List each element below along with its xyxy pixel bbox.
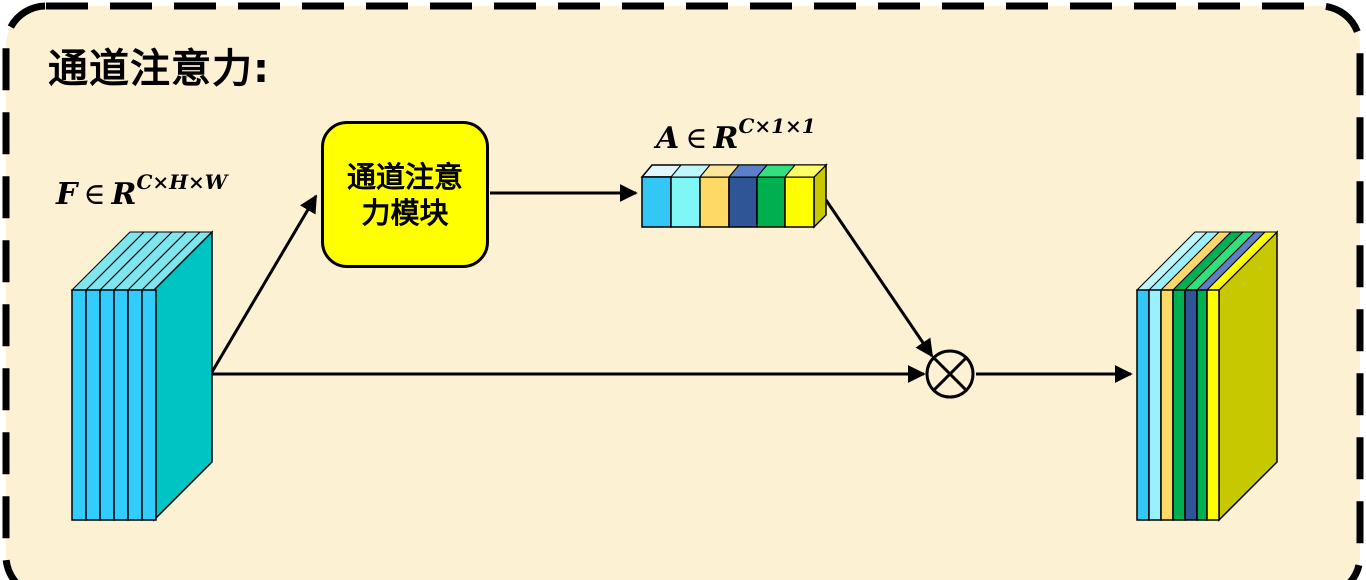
attention-relation: ∈ bbox=[685, 121, 708, 156]
attention-cell bbox=[670, 176, 701, 228]
attention-symbol: A bbox=[656, 121, 680, 156]
attention-cell bbox=[784, 176, 815, 228]
attention-space: R bbox=[713, 121, 739, 156]
attention-vector bbox=[640, 163, 828, 229]
output-feature-map bbox=[1135, 230, 1279, 522]
arrow-attention-to-operator bbox=[824, 199, 934, 358]
attention-dims: C×1×1 bbox=[738, 114, 816, 138]
multiply-operator-icon bbox=[925, 349, 975, 399]
attention-cell bbox=[756, 176, 786, 228]
input-relation: ∈ bbox=[83, 177, 106, 212]
input-dims: C×H×W bbox=[136, 170, 228, 194]
attention-cell bbox=[699, 176, 730, 228]
attention-shape-label: A∈RC×1×1 bbox=[656, 114, 816, 156]
section-title: 通道注意力: bbox=[48, 46, 270, 92]
module-label: 通道注意力模块 bbox=[346, 159, 463, 230]
channel-attention-module: 通道注意力模块 bbox=[321, 121, 489, 268]
input-feature-map bbox=[70, 230, 214, 522]
input-symbol: F bbox=[56, 177, 78, 212]
input-shape-label: F∈RC×H×W bbox=[56, 170, 227, 212]
input-space: R bbox=[111, 177, 137, 212]
arrow-input-to-module bbox=[210, 194, 318, 373]
attention-cell bbox=[641, 176, 672, 228]
attention-cell bbox=[728, 176, 758, 228]
